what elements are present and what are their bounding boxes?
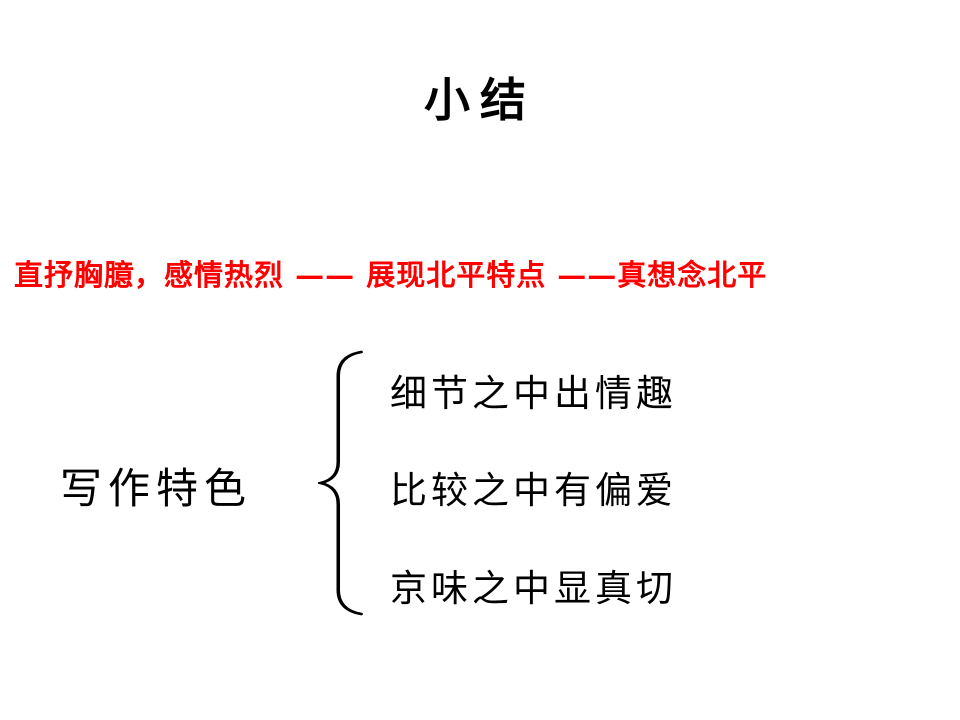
curly-brace-icon (318, 350, 363, 616)
brace-item-detail: 细节之中出情趣 (390, 372, 677, 415)
brace-item-comparison: 比较之中有偏爱 (390, 469, 677, 512)
summary-red-line: 直抒胸臆，感情热烈 —— 展现北平特点 ——真想念北平 (14, 258, 768, 292)
brace-item-beijing-flavor: 京味之中显真切 (390, 567, 677, 610)
curly-brace-shape (318, 350, 372, 616)
writing-features-label: 写作特色 (60, 464, 253, 513)
slide-title: 小结 (424, 73, 536, 127)
